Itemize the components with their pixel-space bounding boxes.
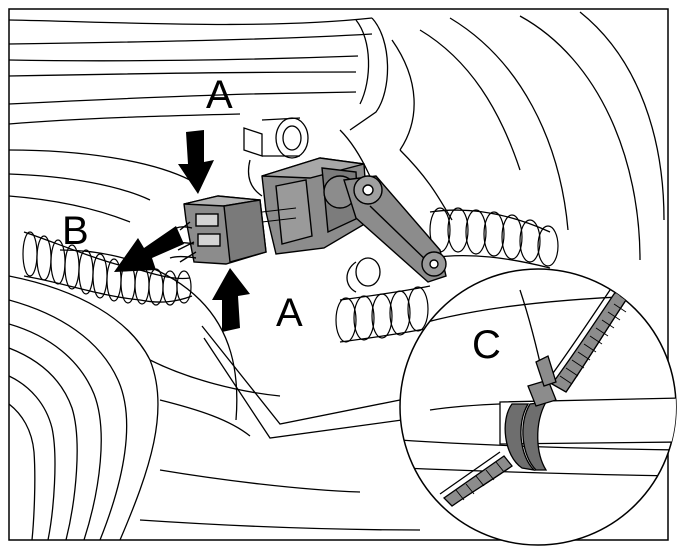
arrow-left-b (114, 226, 184, 272)
body-structure (9, 11, 665, 293)
arrow-down-a (178, 130, 214, 194)
coiled-harness-lower (335, 285, 431, 343)
callout-b: B (62, 209, 89, 253)
callout-a-bottom: A (276, 291, 303, 335)
arrow-up-a (212, 268, 250, 332)
left-drum (9, 149, 421, 540)
connector-plug (167, 195, 267, 265)
callout-a-top: A (206, 73, 233, 117)
callout-c: C (472, 323, 501, 367)
detail-leader (201, 325, 403, 439)
detail-circle (399, 268, 677, 546)
coiled-harness-right (429, 207, 559, 269)
level-sensor (261, 157, 447, 283)
